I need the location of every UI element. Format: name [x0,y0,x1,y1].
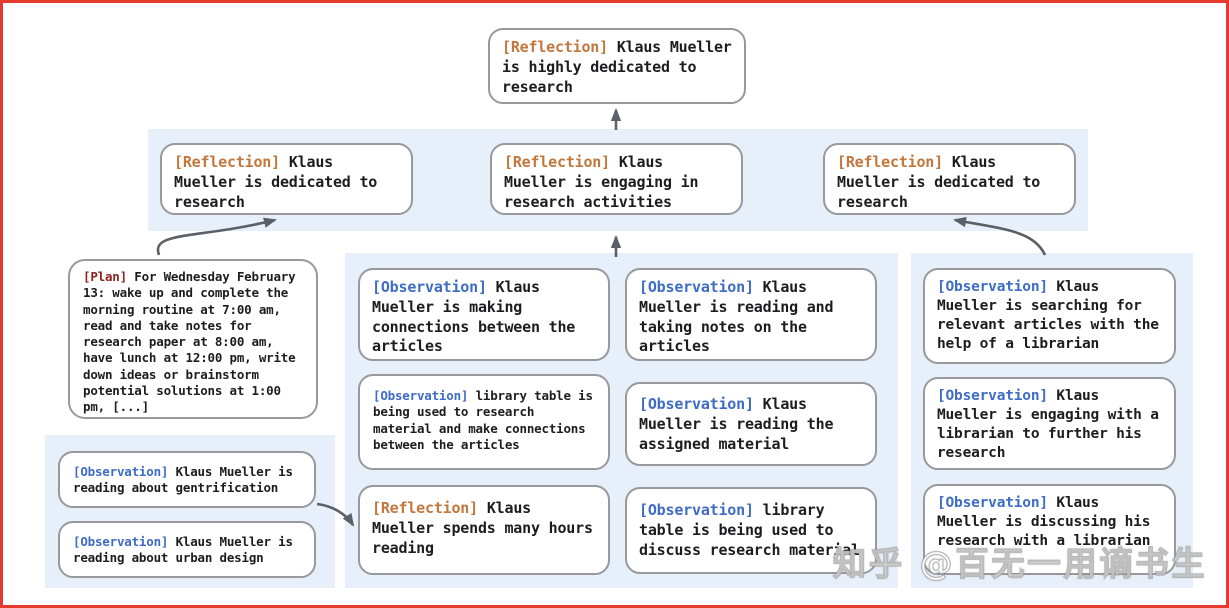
observation-tag: [Observation] [639,501,754,519]
observation-node-searching-articles: [Observation] Klaus Mueller is searching… [923,268,1176,364]
node-text: library table is being used to discuss r… [639,501,860,559]
node-text: Klaus Mueller is making connections betw… [372,278,576,356]
observation-tag: [Observation] [639,278,754,296]
observation-node-discussing-librarian: [Observation] Klaus Mueller is discussin… [923,484,1176,575]
zhihu-watermark: 知乎 @百无一用谪书生 [832,543,1208,583]
observation-node-engaging-librarian: [Observation] Klaus Mueller is engaging … [923,377,1176,470]
observation-tag: [Observation] [937,388,1048,404]
node-text: Klaus Mueller is dedicated to research [837,153,1041,211]
reflection-node-right: [Reflection] Klaus Mueller is dedicated … [823,143,1076,215]
node-text: Klaus Mueller spends many hours reading [372,499,593,557]
observation-tag: [Observation] [937,495,1048,511]
node-text: library table is being used to research … [373,388,593,452]
reflection-tag: [Reflection] [174,153,280,171]
observation-node-making-connections: [Observation] Klaus Mueller is making co… [358,268,610,361]
observation-node-gentrification: [Observation] Klaus Mueller is reading a… [58,451,316,508]
node-text: Klaus Mueller is reading about gentrific… [73,464,293,496]
observation-node-discuss-material: [Observation] library table is being use… [625,487,877,574]
node-text: Klaus Mueller is reading about urban des… [73,534,293,566]
reflection-tag: [Reflection] [372,499,478,517]
observation-tag: [Observation] [937,279,1048,295]
observation-tag: [Observation] [639,395,754,413]
observation-tag: [Observation] [73,464,169,479]
reflection-node-hours-reading: [Reflection] Klaus Mueller spends many h… [358,485,610,575]
observation-node-assigned-material: [Observation] Klaus Mueller is reading t… [625,382,877,466]
node-text: Klaus Mueller is searching for relevant … [937,279,1159,353]
reflection-node-left: [Reflection] Klaus Mueller is dedicated … [160,143,413,215]
plan-node: [Plan] For Wednesday February 13: wake u… [68,259,318,419]
observation-tag: [Observation] [373,388,469,403]
observation-tag: [Observation] [372,278,487,296]
reflection-node-top: [Reflection] Klaus Mueller is highly ded… [488,28,746,104]
node-text: Klaus Mueller is reading and taking note… [639,278,834,356]
plan-tag: [Plan] [83,269,127,284]
observation-node-library-research: [Observation] library table is being use… [358,374,610,470]
observation-tag: [Observation] [73,534,169,549]
node-text: For Wednesday February 13: wake up and c… [83,269,296,414]
reflection-tag: [Reflection] [837,153,943,171]
node-text: Klaus Mueller is highly dedicated to res… [502,38,732,96]
reflection-tag: [Reflection] [504,153,610,171]
observation-node-taking-notes: [Observation] Klaus Mueller is reading a… [625,268,877,361]
node-text: Klaus Mueller is engaging with a librari… [937,388,1159,462]
node-text: Klaus Mueller is reading the assigned ma… [639,395,834,453]
reflection-node-middle: [Reflection] Klaus Mueller is engaging i… [490,143,743,215]
node-text: Klaus Mueller is dedicated to research [174,153,378,211]
node-text: Klaus Mueller is discussing his research… [937,495,1151,550]
node-text: Klaus Mueller is engaging in research ac… [504,153,699,211]
reflection-tag: [Reflection] [502,38,608,56]
observation-node-urban-design: [Observation] Klaus Mueller is reading a… [58,521,316,578]
